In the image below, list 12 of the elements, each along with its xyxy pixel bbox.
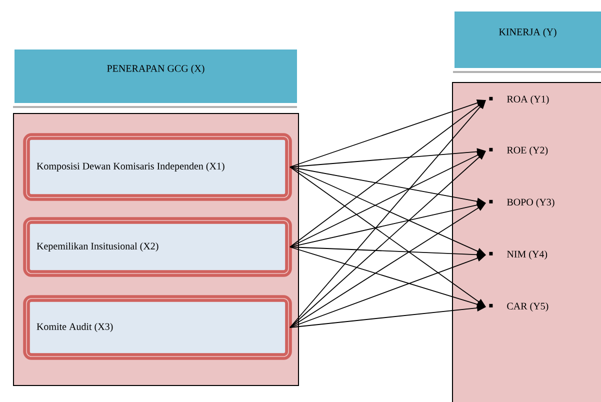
header-band: KINERJA (Y) — [453, 10, 601, 73]
arrow — [290, 151, 486, 328]
header-band: PENERAPAN GCG (X) — [13, 48, 298, 108]
list-item: NIM (Y4) — [489, 250, 548, 260]
variable-box: Komite Audit (X3) — [23, 295, 292, 360]
variable-box: Komposisi Dewan Komisaris Independen (X1) — [23, 133, 292, 201]
variable-box: Kepemilikan Insitusional (X2) — [23, 217, 292, 277]
list-item: CAR (Y5) — [489, 302, 548, 312]
list-item: ROE (Y2) — [489, 146, 548, 156]
list-item: ROA (Y1) — [489, 95, 549, 105]
group-panel — [452, 82, 601, 402]
list-item: BOPO (Y3) — [489, 198, 554, 208]
